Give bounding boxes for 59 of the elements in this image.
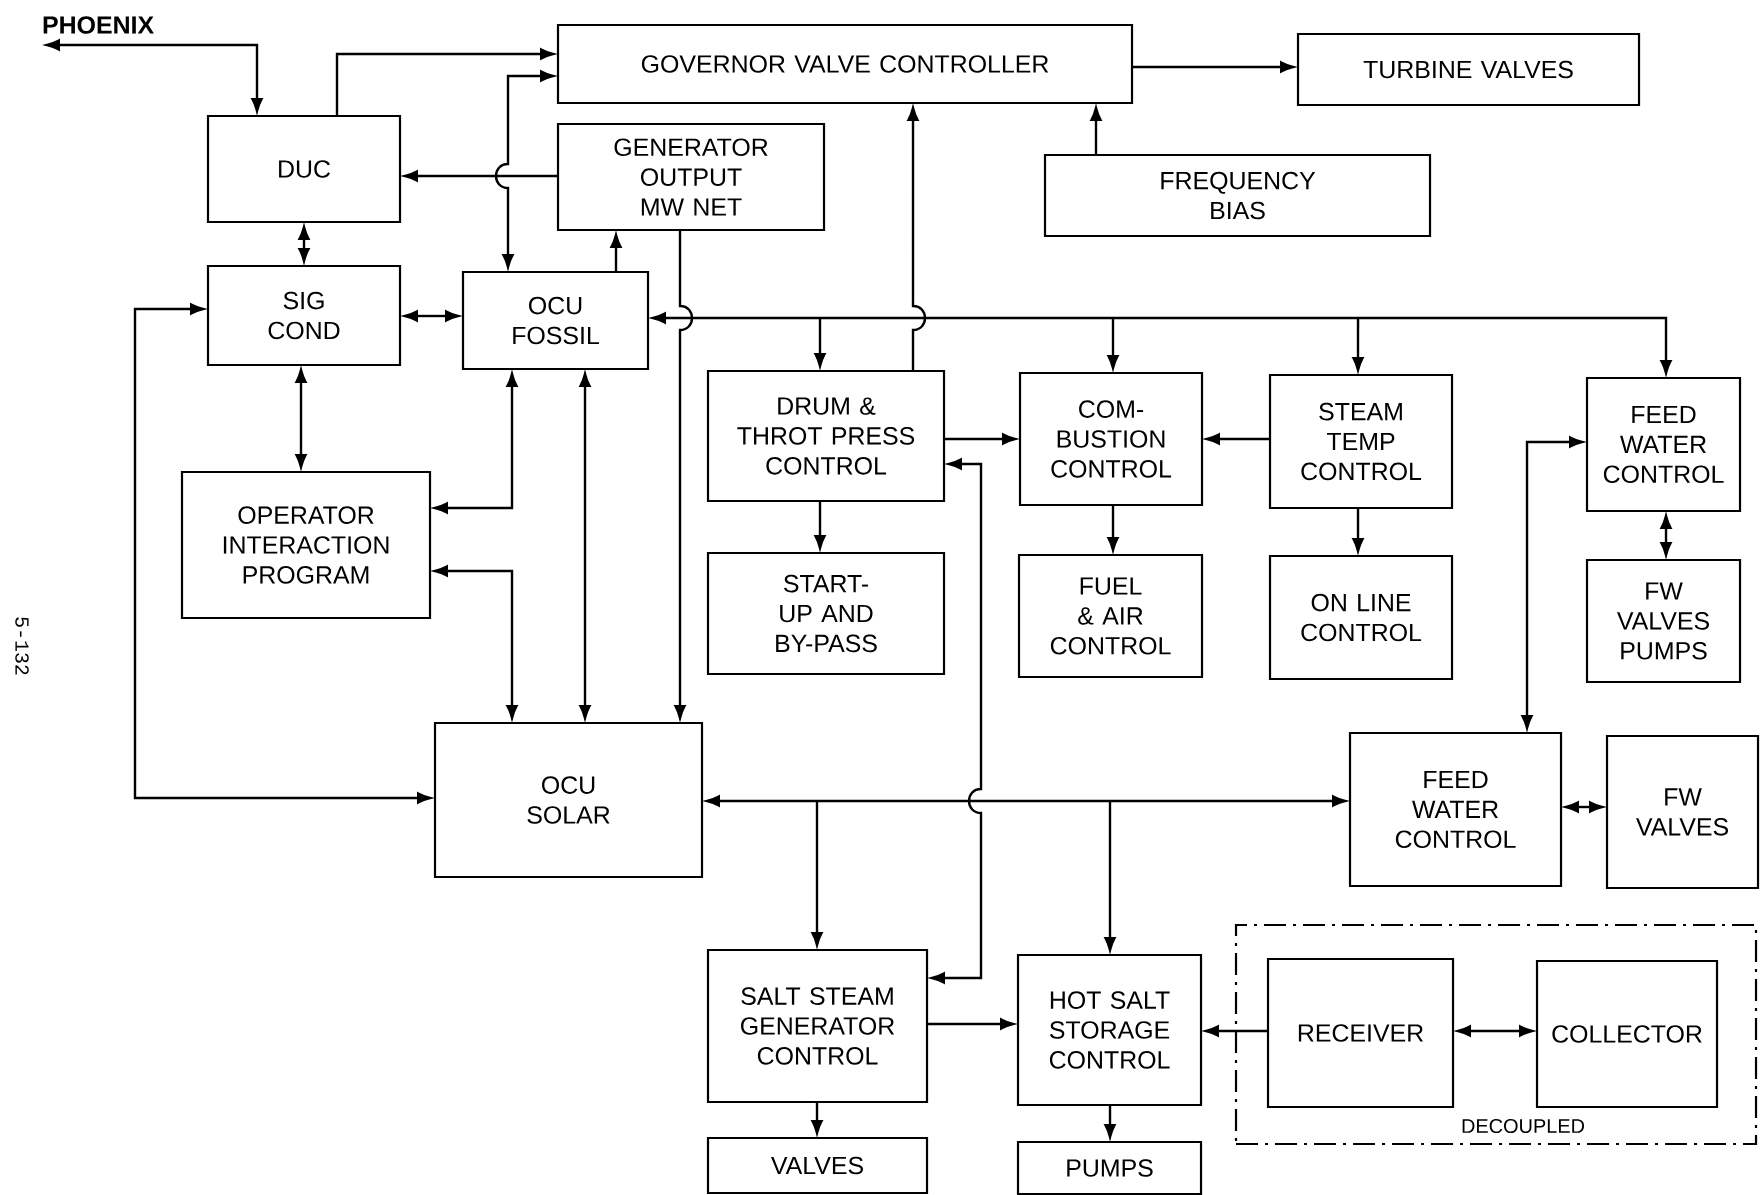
arrow [1564, 801, 1604, 813]
arrow [1204, 1025, 1268, 1037]
block-box: OCU FOSSIL [461, 270, 650, 371]
arrow [674, 230, 693, 720]
arrow [1107, 505, 1119, 552]
block-box: DUC [206, 114, 402, 224]
block-box: GOVERNOR VALVE CONTROLLER [556, 23, 1134, 105]
block-box: SIG COND [206, 264, 402, 367]
source-label: PHOENIX [43, 16, 154, 34]
arrow [944, 433, 1017, 445]
arrow [433, 565, 518, 720]
block-box: SALT STEAM GENERATOR CONTROL [706, 948, 929, 1104]
block-box: DRUM & THROT PRESS CONTROL [706, 369, 946, 503]
arrow [651, 312, 1672, 375]
arrow [335, 48, 555, 116]
block-box: FW VALVES PUMPS [1585, 558, 1742, 684]
block-box: VALVES [706, 1136, 929, 1195]
arrow [403, 170, 558, 182]
arrow [1352, 508, 1364, 553]
block-box: FEED WATER CONTROL [1585, 376, 1742, 513]
arrow [494, 70, 555, 269]
block-box: GENERATOR OUTPUT MW NET [556, 122, 826, 232]
arrow [1090, 106, 1102, 155]
arrow [1521, 436, 1584, 730]
arrow [45, 39, 263, 113]
block-box: FUEL & AIR CONTROL [1017, 553, 1204, 679]
arrow [705, 795, 1347, 952]
page-number: 5-132 [15, 617, 29, 675]
block-box: OCU SOLAR [433, 721, 704, 879]
block-box: OPERATOR INTERACTION PROGRAM [180, 470, 432, 620]
arrow [433, 372, 518, 514]
arrow [811, 1102, 823, 1135]
block-box: COLLECTOR [1535, 959, 1719, 1109]
block-box: START-UP AND BY-PASS [706, 551, 946, 676]
arrow [927, 1018, 1015, 1030]
block-box: STEAM TEMP CONTROL [1268, 373, 1454, 510]
arrow [610, 233, 622, 272]
block-box: PUMPS [1016, 1140, 1203, 1195]
block-box: FEED WATER CONTROL [1348, 731, 1563, 888]
block-box: HOT SALT STORAGE CONTROL [1016, 953, 1203, 1107]
arrow [298, 225, 310, 263]
arrow [133, 303, 432, 804]
arrow [814, 501, 826, 550]
arrow [295, 368, 307, 469]
arrow [1205, 433, 1270, 445]
arrow [907, 106, 927, 371]
arrow [930, 458, 983, 984]
block-box: TURBINE VALVES [1296, 32, 1641, 107]
block-box: COM- BUSTION CONTROL [1018, 371, 1204, 507]
arrow [1660, 514, 1672, 557]
arrow [403, 310, 460, 322]
block-box: FREQUENCY BIAS [1043, 153, 1432, 238]
arrow [1456, 1025, 1534, 1037]
block-box: RECEIVER [1266, 957, 1455, 1109]
block-box: FW VALVES [1605, 734, 1760, 890]
arrow [579, 372, 591, 720]
block-box: ON LINE CONTROL [1268, 554, 1454, 681]
arrow [1132, 61, 1295, 73]
arrow [1104, 1105, 1116, 1139]
